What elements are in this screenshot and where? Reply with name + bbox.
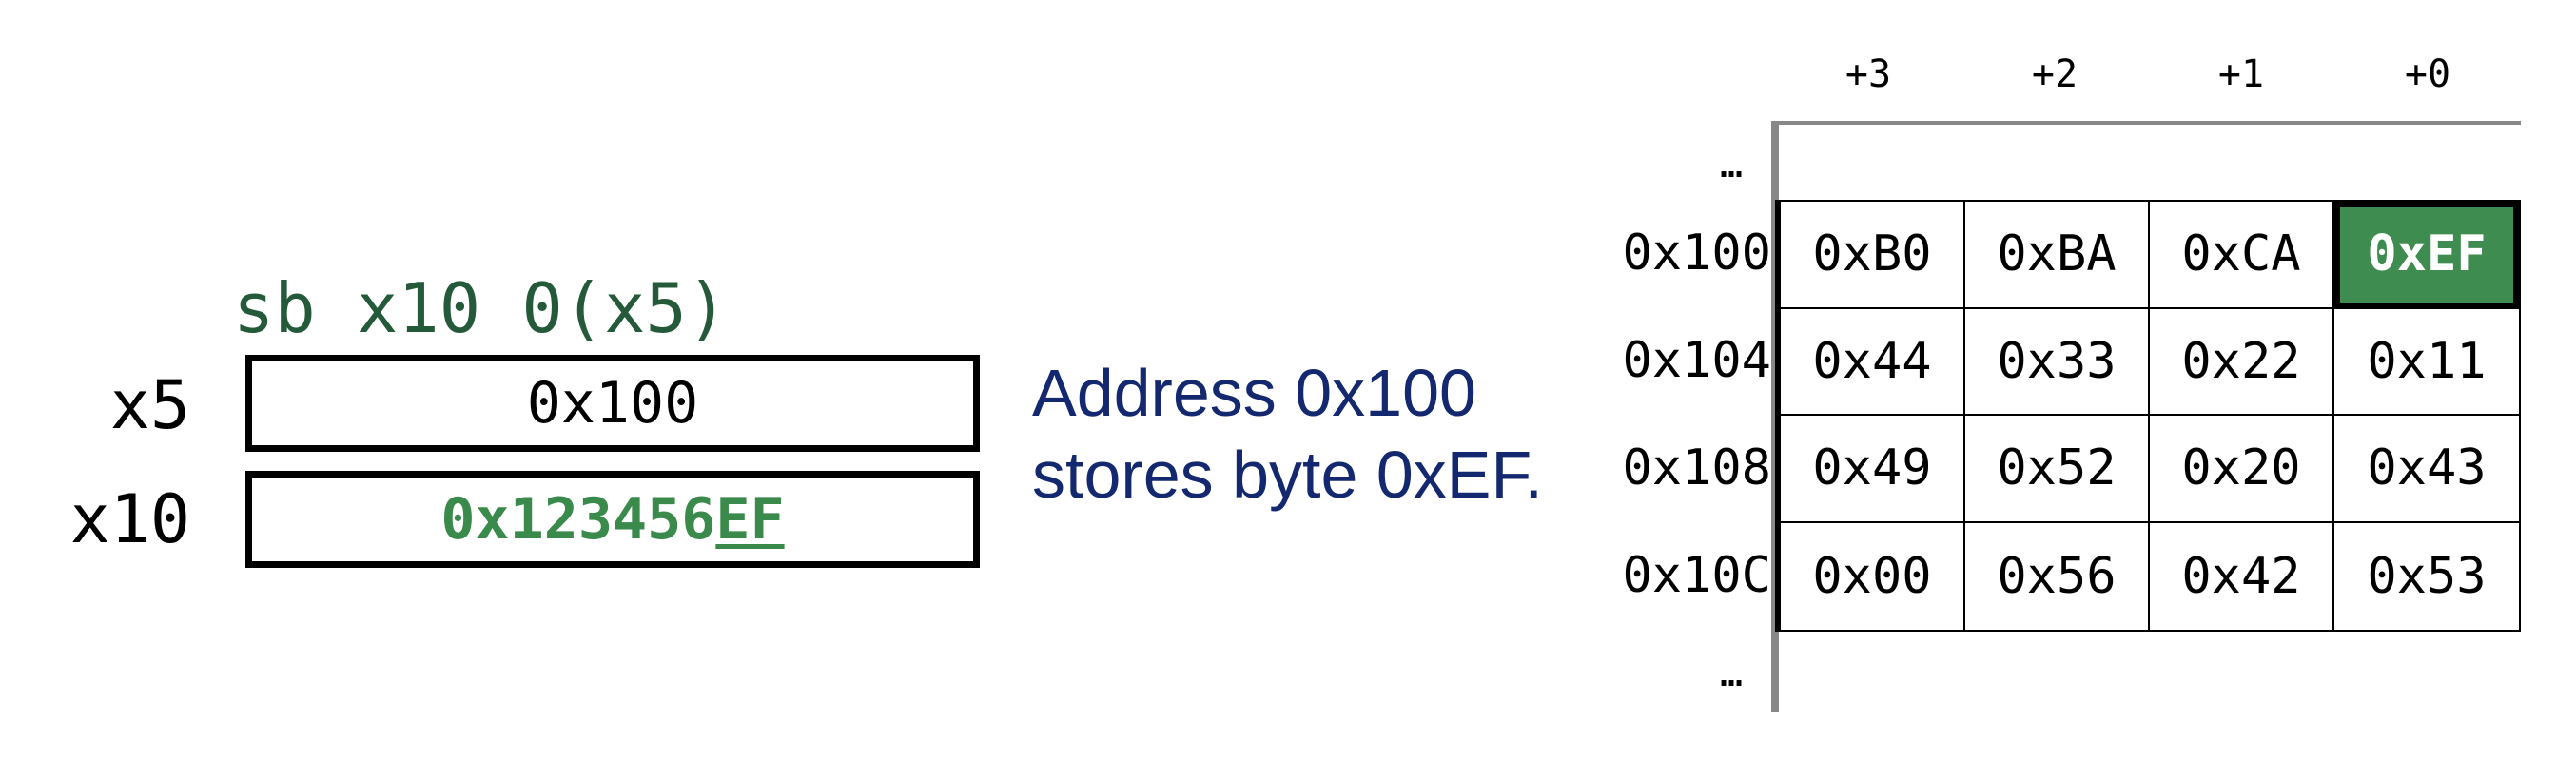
row-address: 0x10C	[1622, 547, 1771, 604]
memory-cell: 0x33	[1965, 308, 2150, 416]
ellipsis-top: …	[1719, 143, 1744, 186]
memory-cell: 0x22	[2150, 308, 2334, 416]
memory-cell: 0x43	[2334, 416, 2519, 523]
memory-cell: 0x00	[1781, 522, 1965, 630]
memory-cell: 0x20	[2150, 416, 2334, 523]
memory-cell: 0x56	[1965, 522, 2150, 630]
memory-grid: 0xB0 0xBA 0xCA 0xEF 0x44 0x33 0x22 0x11 …	[1775, 200, 2521, 632]
column-header: +0	[2404, 52, 2451, 96]
ellipsis-bottom: …	[1719, 652, 1744, 695]
memory-cell: 0x44	[1781, 308, 1965, 416]
register-value-x5: 0x100	[526, 370, 699, 437]
instruction-text: sb x10 0(x5)	[233, 268, 729, 348]
description-text: Address 0x100 stores byte 0xEF.	[1032, 356, 1543, 512]
column-header: +2	[2031, 52, 2078, 96]
register-value-x10: 0x123456EF	[440, 486, 784, 553]
column-header: +1	[2217, 52, 2265, 96]
register-value-x10-prefix: 0x123456	[440, 486, 716, 553]
memory-cell-highlighted: 0xEF	[2334, 202, 2519, 309]
register-label-x5: x5	[109, 366, 190, 444]
memory-top-line	[1775, 121, 2521, 125]
memory-cell: 0x53	[2367, 547, 2487, 605]
memory-cell: 0x52	[1965, 416, 2150, 523]
register-box-x5: 0x100	[245, 355, 980, 452]
memory-cell: 0x49	[1781, 416, 1965, 523]
memory-cell: 0xBA	[1965, 202, 2150, 309]
register-value-x10-low-byte: EF	[715, 486, 785, 553]
row-address: 0x100	[1622, 224, 1771, 282]
register-label-x10: x10	[69, 480, 190, 558]
row-address: 0x108	[1622, 439, 1771, 497]
row-address: 0x104	[1622, 332, 1771, 389]
memory-cell: 0xCA	[2150, 202, 2334, 309]
memory-cell: 0x42	[2150, 522, 2334, 630]
memory-cell: 0xB0	[1781, 202, 1965, 309]
memory-cell: 0x11	[2334, 309, 2519, 416]
column-header: +3	[1844, 52, 1892, 96]
register-box-x10: 0x123456EF	[245, 471, 980, 568]
